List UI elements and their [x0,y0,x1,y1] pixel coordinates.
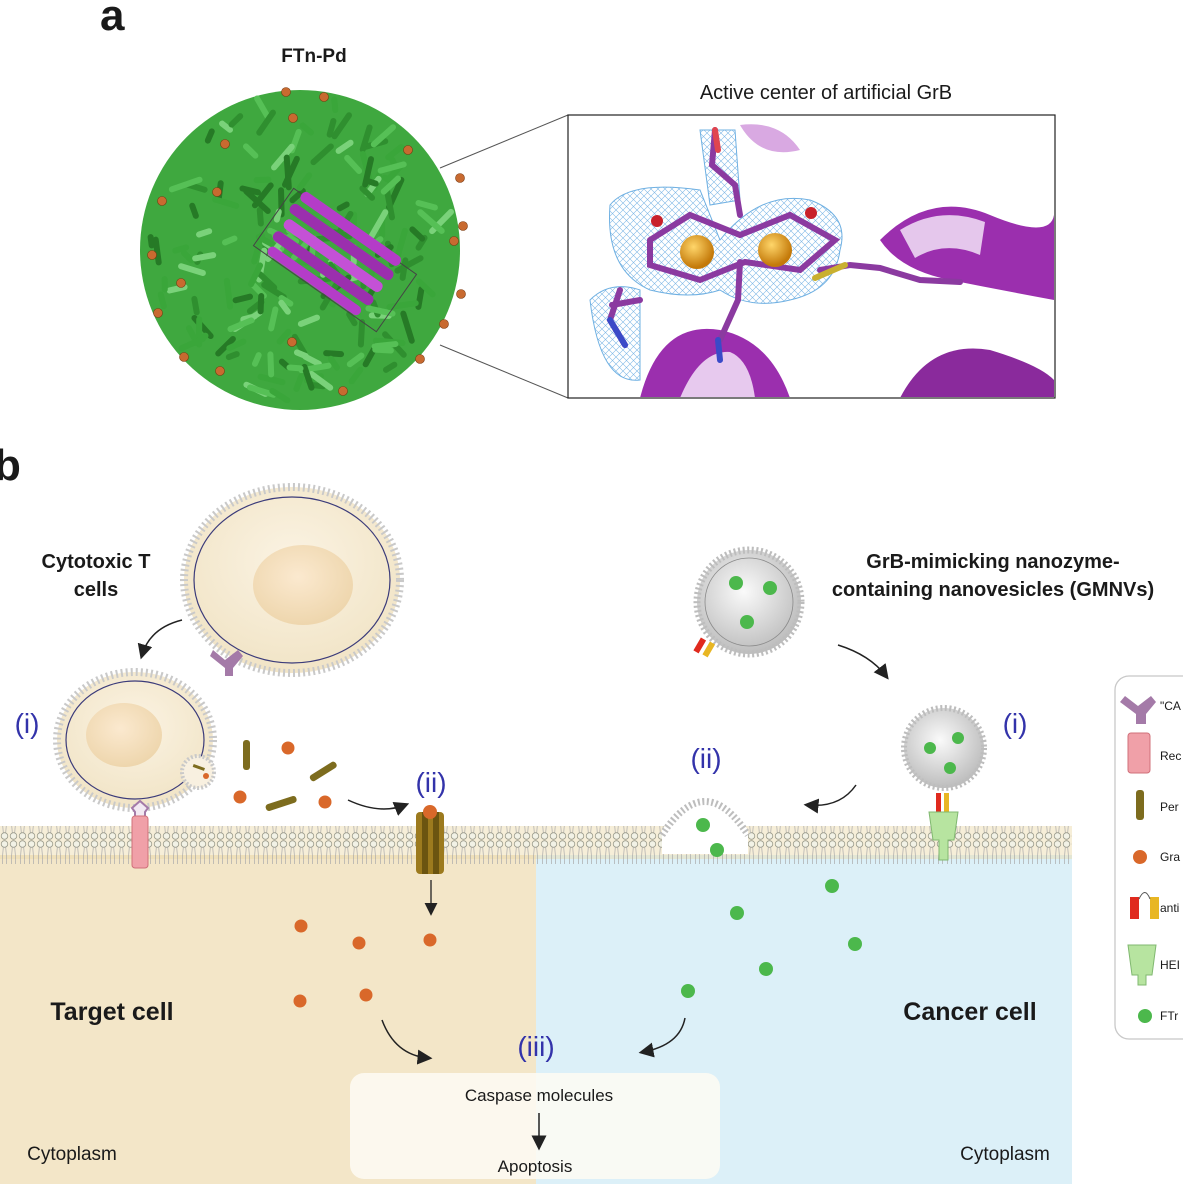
step-iii: (iii) [517,1031,554,1062]
panel-a-letter: a [100,0,125,40]
plasma-membrane [0,826,1072,864]
left-to-caspase-arrow [381,1019,433,1065]
zoom-line-top [439,114,569,169]
target-cell-label: Target cell [50,998,173,1026]
protein-label: FTn-Pd [281,46,346,67]
cytoplasm-left-label: Cytoplasm [27,1144,117,1165]
gmnv-arrow [837,644,889,680]
perforin-pore [416,805,444,874]
legend-label-2: Per [1160,800,1179,814]
legend-label-4: anti [1160,901,1179,915]
receptor-icon [131,815,149,869]
gmnv-vesicle-top [693,546,805,658]
cancer-cell-label: Cancer cell [903,998,1036,1026]
legend-label-1: Rec [1160,749,1181,763]
to-pore-arrow [347,799,410,816]
legend: "CA Rec Per Gra anti HEI FTr [1114,675,1183,1040]
zoom-line-bottom [439,344,569,399]
t-cell-label-line1: Cytotoxic T [42,551,151,573]
car-receptor-icon [210,650,243,676]
ferritin-cage-structure [140,87,468,410]
legend-ftn-icon [1138,1009,1152,1023]
legend-label-3: Gra [1160,850,1180,864]
gmnv-label-line2: containing nanovesicles (GMNVs) [832,579,1154,601]
legend-label-0: "CA [1160,699,1181,713]
t-cell-label-line2: cells [74,579,118,601]
legend-perforin-icon [1136,790,1144,820]
step-ii-right: (ii) [690,743,721,774]
her-receptor-icon [928,811,959,861]
legend-receptor-icon [1127,732,1151,774]
legend-label-5: HEI [1160,958,1180,972]
membrane-fusion-dome [659,798,751,857]
step-i-left: (i) [15,708,40,739]
t-cell-arrow [137,619,183,660]
active-center-inset [567,114,1056,399]
legend-granzyme-icon [1133,850,1147,864]
ftn-dots [681,879,862,998]
right-to-caspase-arrow [638,1017,686,1058]
gmnv-label-line1: GrB-mimicking nanozyme- [866,551,1119,573]
panel-b-letter: b [0,441,21,490]
legend-antibody-icon [1130,897,1139,919]
cytotoxic-t-cell [180,483,404,677]
perforin-rods [243,740,337,811]
step-ii-left: (ii) [415,767,446,798]
caspase-box [350,1073,720,1179]
granzyme-dots [233,741,437,1008]
artificial-grb-helices [252,187,418,333]
legend-her-icon [1127,944,1157,986]
caspase-label: Caspase molecules [465,1086,613,1105]
step-i-right: (i) [1003,708,1028,739]
legend-label-6: FTr [1160,1009,1178,1023]
pd-atoms [147,87,468,396]
fusion-arrow [803,784,857,814]
legend-car-icon [1120,696,1156,724]
cytoplasm-right-label: Cytoplasm [960,1144,1050,1165]
inset-title: Active center of artificial GrB [700,82,952,104]
gmnv-vesicle-bound [901,705,987,861]
bound-t-cell [53,668,217,869]
apoptosis-label: Apoptosis [498,1157,573,1176]
